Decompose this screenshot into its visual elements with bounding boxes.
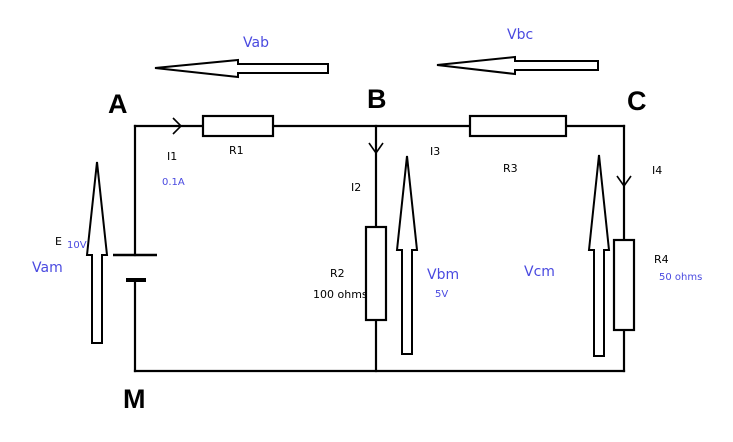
i1-label: I1 [167, 150, 177, 163]
r4-label: R4 [654, 253, 669, 266]
source-label: E [55, 235, 62, 248]
node-a-label: A [108, 89, 128, 119]
vam-label: Vam [32, 260, 63, 276]
current-i4-arrow-icon [616, 175, 632, 188]
vcm-label: Vcm [524, 264, 555, 280]
vbm-label: Vbm [427, 267, 459, 283]
wires [133, 124, 626, 373]
r1-label: R1 [229, 144, 244, 157]
i4-label: I4 [652, 164, 662, 177]
vbc-label: Vbc [507, 27, 533, 43]
current-i1-arrow-icon [172, 117, 183, 135]
voltage-vcm-arrow-icon [587, 154, 611, 357]
resistor-r3 [468, 114, 568, 138]
battery-symbol [113, 253, 157, 282]
source-value: 10V [67, 240, 87, 251]
resistor-r1 [201, 114, 275, 138]
i3-label: I3 [430, 145, 440, 158]
node-c-label: C [627, 86, 647, 116]
i2-label: I2 [351, 181, 361, 194]
voltage-vab-arrow-icon [154, 58, 329, 79]
r2-value: 100 ohms [313, 288, 368, 301]
vab-label: Vab [243, 35, 269, 51]
voltage-vam-arrow-icon [85, 161, 109, 344]
r3-label: R3 [503, 162, 518, 175]
r2-label: R2 [330, 267, 345, 280]
i1-value: 0.1A [162, 177, 185, 188]
voltage-vbc-arrow-icon [436, 55, 599, 76]
node-b-label: B [367, 84, 387, 114]
resistor-r4 [612, 238, 636, 332]
r4-value: 50 ohms [659, 272, 702, 283]
resistor-r2 [364, 225, 388, 322]
vbm-value: 5V [435, 289, 448, 300]
voltage-vbm-arrow-icon [395, 155, 419, 355]
current-i2-arrow-icon [368, 142, 384, 155]
node-m-label: M [123, 384, 146, 414]
